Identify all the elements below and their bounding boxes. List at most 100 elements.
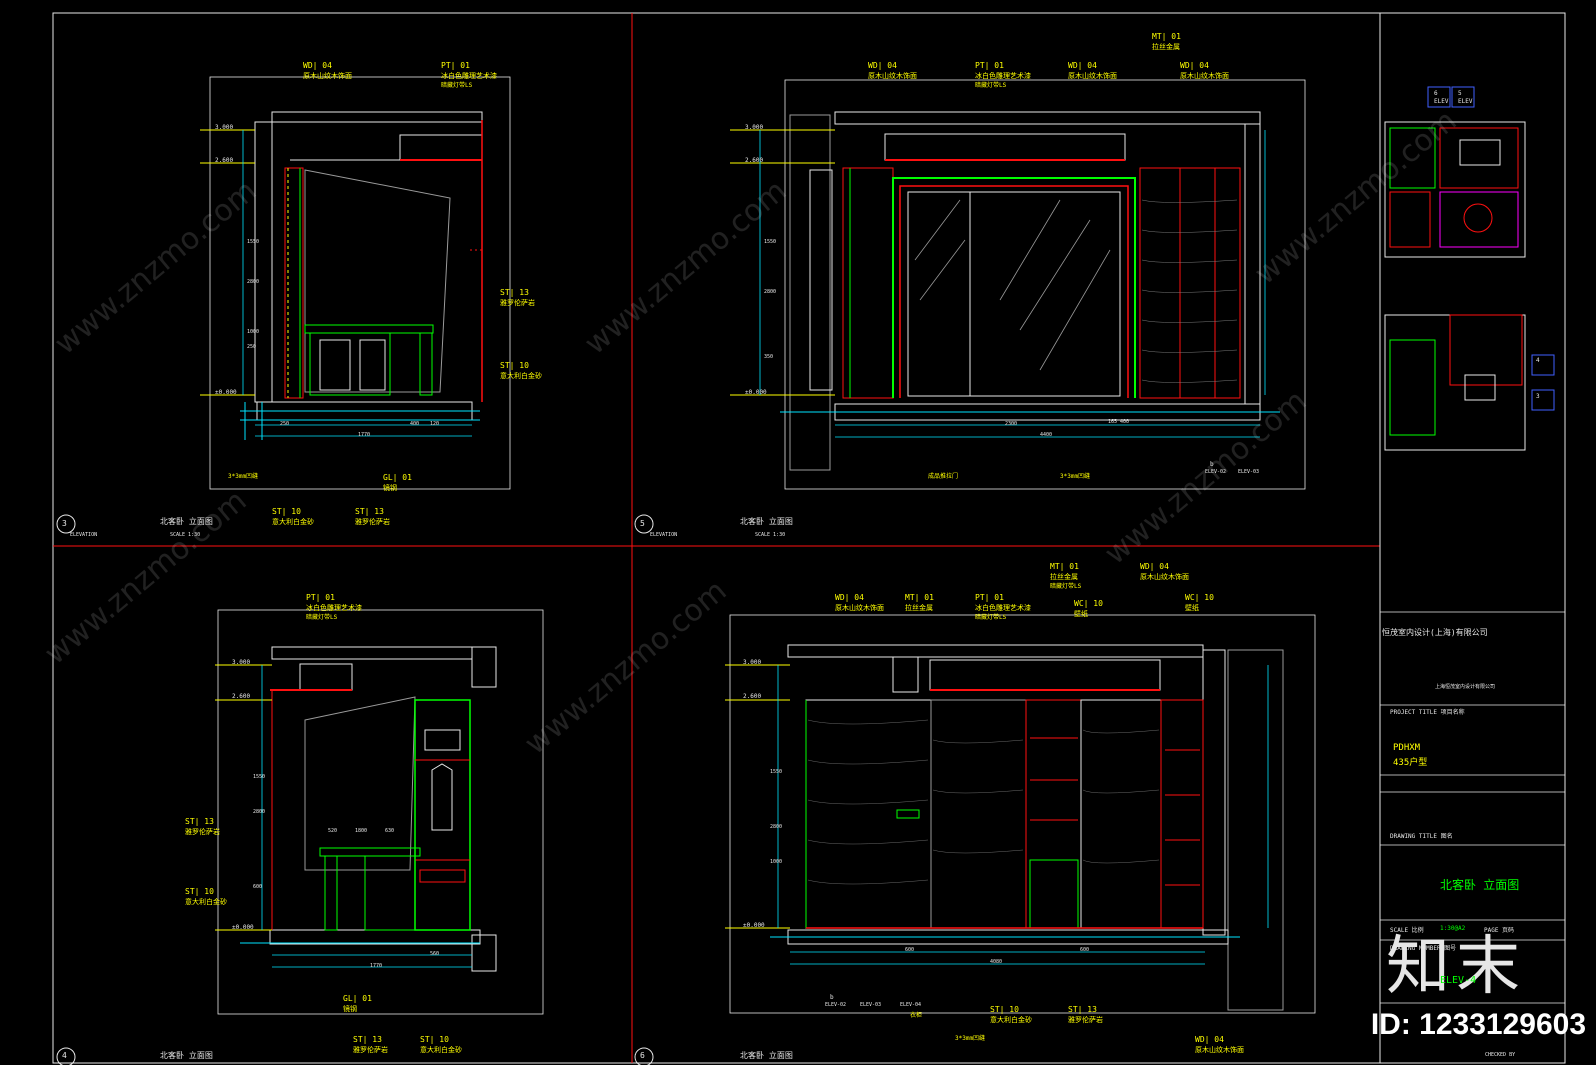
key-plan-marker-label: 4 bbox=[1536, 357, 1540, 364]
material-tag-code: WC| 10 bbox=[1185, 593, 1214, 602]
level-marker: 2.600 bbox=[232, 693, 251, 700]
material-tag-code: ST| 13 bbox=[353, 1035, 382, 1044]
level-marker: ±0.000 bbox=[232, 924, 254, 931]
level-marker: 2.600 bbox=[745, 157, 764, 164]
material-tag-code: PT| 01 bbox=[975, 61, 1004, 70]
elevation-marker-circle bbox=[56, 514, 76, 534]
level-marker: 3.000 bbox=[743, 659, 762, 666]
page-label: PAGE 页码 bbox=[1484, 927, 1515, 934]
material-tag-code: PT| 01 bbox=[441, 61, 470, 70]
material-tag-code: ST| 10 bbox=[500, 361, 529, 370]
key-plan-marker-label: 3 bbox=[1536, 393, 1540, 400]
material-tag-desc: 原木山纹木饰面 bbox=[1068, 72, 1117, 80]
material-tag-code: ST| 10 bbox=[185, 887, 214, 896]
material-tag-code: GL| 01 bbox=[383, 473, 412, 482]
material-tag-code: WD| 04 bbox=[303, 61, 332, 70]
level-marker: ±0.000 bbox=[215, 389, 237, 396]
material-tag-desc: 冰白色雕理艺术漆 bbox=[306, 604, 362, 612]
key-plan-marker-label: 5 bbox=[1458, 90, 1462, 97]
note: 3*3mm凹缝 bbox=[1060, 473, 1091, 480]
brand-logo: 知末 bbox=[1386, 930, 1526, 1004]
note: 成品推拉门 bbox=[928, 473, 959, 480]
dimension-vertical: 600 bbox=[253, 884, 263, 890]
title-block bbox=[1380, 611, 1565, 1004]
material-tag-desc: 拉丝金属 bbox=[905, 604, 933, 612]
material-tag-code: WD| 04 bbox=[835, 593, 864, 602]
dimension-horizontal: 2300 bbox=[1005, 421, 1018, 427]
dimension-horizontal: 1800 bbox=[355, 828, 368, 834]
material-tag-desc: 拉丝金属 bbox=[1050, 573, 1078, 581]
note: 衣柜 bbox=[910, 1012, 923, 1019]
level-marker: ±0.000 bbox=[743, 922, 765, 929]
dimension-horizontal: 400 bbox=[1120, 419, 1130, 425]
material-tag-code: WD| 04 bbox=[1195, 1035, 1224, 1044]
dimension-vertical: 1000 bbox=[247, 329, 260, 335]
dimension-vertical: 350 bbox=[764, 354, 774, 360]
company-subname: 上海恒茂室内设计有限公司 bbox=[1435, 684, 1496, 690]
callout-marker-sheet: ELEV-03 bbox=[860, 1002, 882, 1008]
material-tag-code: WC| 10 bbox=[1074, 599, 1103, 608]
material-tag-desc: 意大利白金砂 bbox=[990, 1016, 1032, 1024]
elevation-6 bbox=[725, 614, 1316, 1014]
material-tag-code: ST| 13 bbox=[185, 817, 214, 826]
dimension-vertical: 2800 bbox=[247, 279, 260, 285]
material-tag-desc: 壁纸 bbox=[1074, 610, 1088, 618]
callout-marker-number: b bbox=[830, 994, 834, 1001]
dimension-horizontal: 600 bbox=[905, 947, 915, 953]
callout-marker-sheet: ELEV-03 bbox=[1238, 469, 1260, 475]
material-tag-desc: 镜钢 bbox=[343, 1005, 357, 1013]
material-tag-desc: 冰白色雕理艺术漆 bbox=[975, 72, 1031, 80]
dimension-horizontal: 1770 bbox=[370, 963, 383, 969]
material-tag-desc: 雅罗伦萨岩 bbox=[185, 828, 220, 836]
elevation-number: 4 bbox=[62, 1051, 67, 1060]
material-tag-code: ST| 13 bbox=[1068, 1005, 1097, 1014]
note: 3*3mm凹缝 bbox=[228, 473, 259, 480]
dimension-vertical: 2800 bbox=[770, 824, 783, 830]
dimension-horizontal: 4400 bbox=[1040, 432, 1053, 438]
elevation-marker-circle bbox=[634, 1047, 654, 1065]
key-plan-marker-label: ELEV bbox=[1434, 98, 1449, 105]
key-plan-marker-label: 6 bbox=[1434, 90, 1438, 97]
material-tag-sub: 暗藏灯带LS bbox=[306, 614, 338, 621]
sheet-frame bbox=[52, 12, 1566, 1064]
material-tag-code: ST| 13 bbox=[500, 288, 529, 297]
drawing-number: ELEV-4 bbox=[1440, 975, 1477, 986]
level-marker: 2.600 bbox=[215, 157, 234, 164]
material-tag-code: ST| 10 bbox=[420, 1035, 449, 1044]
material-tag-sub: 暗藏灯带LS bbox=[1050, 583, 1082, 590]
level-marker: 3.000 bbox=[215, 124, 234, 131]
dimension-horizontal: 630 bbox=[385, 828, 395, 834]
material-tag-desc: 原木山纹木饰面 bbox=[1180, 72, 1229, 80]
material-tag-code: WD| 04 bbox=[868, 61, 897, 70]
material-tag-sub: 暗藏灯带LS bbox=[975, 82, 1007, 89]
scale-label: SCALE 比例 bbox=[1390, 927, 1424, 934]
material-tag-desc: 意大利白金砂 bbox=[272, 518, 314, 526]
company-name: 恒茂室内设计(上海)有限公司 bbox=[1382, 628, 1488, 637]
drawing-title-label: DRAWING TITLE 图名 bbox=[1390, 833, 1453, 840]
scale-value: 1:30@A2 bbox=[1440, 925, 1466, 932]
material-tag-desc: 冰白色雕理艺术漆 bbox=[441, 72, 497, 80]
dimension-vertical: 1550 bbox=[247, 239, 260, 245]
material-tag-desc: 镜钢 bbox=[383, 484, 397, 492]
project-code: PDHXM bbox=[1393, 743, 1421, 753]
dimension-vertical: 2800 bbox=[764, 289, 777, 295]
note: 3*3mm凹缝 bbox=[955, 1035, 986, 1042]
dimension-horizontal: 520 bbox=[328, 828, 338, 834]
material-tag-code: ST| 13 bbox=[355, 507, 384, 516]
elevation-title: 北客卧 立面图 bbox=[740, 517, 793, 526]
material-tag-code: MT| 01 bbox=[1050, 562, 1079, 571]
material-tag-code: GL| 01 bbox=[343, 994, 372, 1003]
material-tag-desc: 雅罗伦萨岩 bbox=[500, 299, 535, 307]
material-tag-code: ST| 10 bbox=[990, 1005, 1019, 1014]
project-type: 435户型 bbox=[1393, 758, 1428, 768]
dimension-horizontal: 4080 bbox=[990, 959, 1003, 965]
elevation-3 bbox=[200, 76, 511, 490]
dimension-vertical: 1550 bbox=[770, 769, 783, 775]
key-plan-markers bbox=[1427, 86, 1475, 108]
material-tag-desc: 拉丝金属 bbox=[1152, 43, 1180, 51]
material-tag-code: WD| 04 bbox=[1180, 61, 1209, 70]
dimension-vertical: 1550 bbox=[253, 774, 266, 780]
callout-marker-number: b bbox=[1210, 461, 1214, 468]
checked-by-label: CHECKED BY bbox=[1485, 1052, 1516, 1058]
elevation-title: 北客卧 立面图 bbox=[160, 517, 213, 526]
